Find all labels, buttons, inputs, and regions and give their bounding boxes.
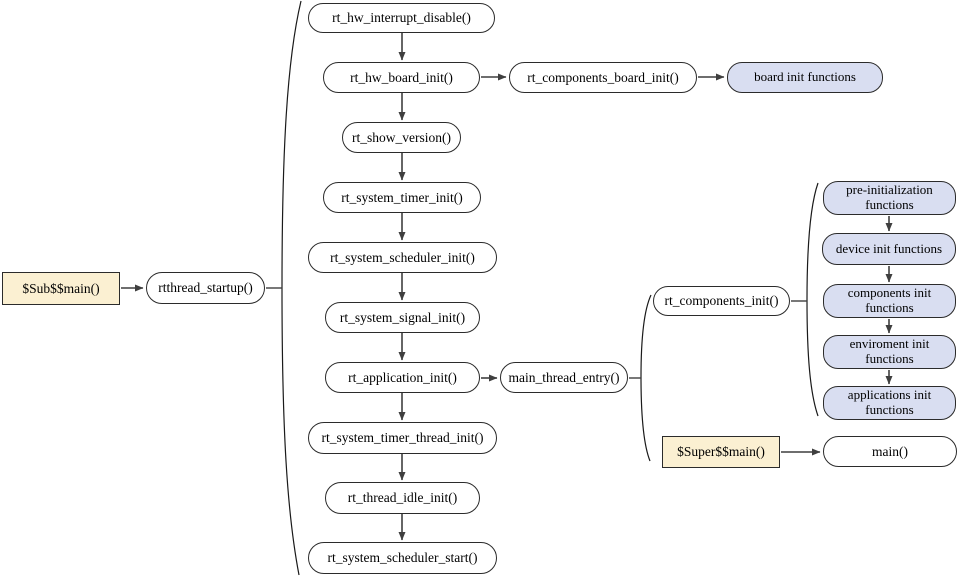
node-rt-system-timer-thread-init: rt_system_timer_thread_init() [308,422,497,454]
node-label: enviroment init functions [849,336,930,366]
node-applications-init-functions: applications init functions [823,386,956,420]
node-label: rt_hw_board_init() [350,69,453,85]
node-label: main_thread_entry() [508,369,620,385]
node-label: rt_components_init() [664,293,779,309]
node-label: $Super$$main() [677,444,765,460]
node-rt-system-timer-init: rt_system_timer_init() [323,182,481,213]
node-label: rt_system_signal_init() [339,309,466,325]
node-board-init-functions: board init functions [727,62,883,93]
brace-rtthread-startup [281,0,302,576]
node-label: pre-initialization functions [846,182,933,212]
node-label: $Sub$$main() [22,280,100,296]
node-label: rt_show_version() [352,129,451,145]
node-label: rt_system_timer_init() [341,189,463,205]
node-label: device init functions [835,240,943,256]
node-label: rtthread_startup() [158,280,253,296]
node-label: components init functions [847,285,932,315]
node-rt-application-init: rt_application_init() [325,362,480,393]
node-rtthread-startup: rtthread_startup() [146,272,265,304]
node-sub-main: $Sub$$main() [2,272,120,305]
node-rt-show-version: rt_show_version() [342,122,461,153]
node-label: rt_application_init() [348,369,457,385]
node-rt-hw-board-init: rt_hw_board_init() [323,62,480,93]
node-label: main() [872,443,908,459]
node-main: main() [823,436,957,467]
node-components-init-functions: components init functions [823,284,956,318]
node-label: rt_hw_interrupt_disable() [332,10,471,26]
node-label: rt_system_scheduler_init() [330,249,475,265]
node-rt-system-signal-init: rt_system_signal_init() [325,302,480,333]
node-rt-components-init: rt_components_init() [653,286,790,316]
node-label: rt_components_board_init() [527,69,679,85]
node-main-thread-entry: main_thread_entry() [500,362,628,393]
node-rt-system-scheduler-start: rt_system_scheduler_start() [308,542,497,574]
node-label: applications init functions [847,387,932,417]
node-rt-components-board-init: rt_components_board_init() [509,62,697,93]
node-enviroment-init-functions: enviroment init functions [823,335,956,369]
node-device-init-functions: device init functions [822,233,956,265]
node-pre-initialization-functions: pre-initialization functions [823,181,956,215]
node-rt-thread-idle-init: rt_thread_idle_init() [325,482,480,514]
node-label: rt_system_timer_thread_init() [321,430,484,446]
node-rt-system-scheduler-init: rt_system_scheduler_init() [308,242,497,273]
node-label: rt_system_scheduler_start() [327,550,478,566]
node-label: board init functions [754,69,856,85]
node-rt-hw-interrupt-disable: rt_hw_interrupt_disable() [308,3,495,33]
node-label: rt_thread_idle_init() [347,490,458,506]
node-super-main: $Super$$main() [662,436,780,468]
brace-components-init [806,182,819,417]
brace-main-thread-entry [640,294,652,462]
